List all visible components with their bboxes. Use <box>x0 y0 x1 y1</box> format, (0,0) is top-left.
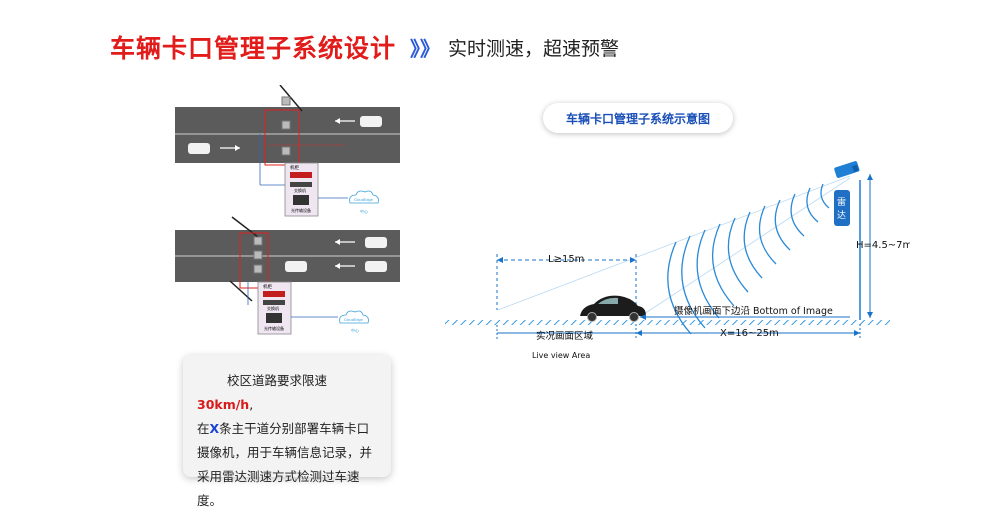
cloud-label: CloudEdge <box>344 318 363 322</box>
car-icon <box>580 295 646 322</box>
description-card: 校区道路要求限速30km/h, 在X条主干道分别部署车辆卡口 摄像机，用于车辆信… <box>183 355 391 508</box>
gantry-pole <box>229 280 253 302</box>
live-area-en-label: Live view Area <box>532 351 590 360</box>
double-chevron-icon: 》》 <box>410 36 441 61</box>
car-icon <box>360 116 382 127</box>
ground-line <box>445 320 890 325</box>
center-label: 中心 <box>351 327 359 333</box>
gantry-pole <box>231 216 259 238</box>
cabinet-label: 机柜 <box>290 164 299 171</box>
l-label: L≥15m <box>548 254 584 265</box>
cloud-icon <box>349 190 379 204</box>
road-count-value: X <box>209 421 220 436</box>
camera-icon <box>834 161 860 178</box>
bottom-edge-label: 摄像机画面下边沿 Bottom of Image <box>674 305 833 317</box>
gantry-pole <box>279 85 303 112</box>
page-subtitle: 实时测速，超速预警 <box>448 37 620 60</box>
schematic-title: 车辆卡口管理子系统示意图 <box>543 103 733 133</box>
height-label: H=4.5~7m <box>856 240 910 251</box>
description-line-4: 采用雷达测速方式检测过车速度。 <box>197 469 360 508</box>
radar-box <box>834 190 850 226</box>
description-line-1: 校区道路要求限速30km/h, <box>197 373 328 412</box>
gantry-frame <box>264 109 300 166</box>
switch-label: 交换机 <box>267 305 279 311</box>
view-cone-line <box>634 177 851 321</box>
view-cone-line <box>497 175 851 311</box>
road-upper <box>175 85 400 186</box>
x-label: X=16~25m <box>720 328 779 339</box>
cabinet-lower: 机柜 交换机 光传输设备 <box>257 281 338 335</box>
radar-label-bottom: 达 <box>837 209 846 221</box>
cabinet-label: 机柜 <box>263 283 272 290</box>
radar-speed-schematic: 雷 达 H=4.5~7m L≥15m 摄像机画面下边沿 Bottom of Im… <box>445 161 910 360</box>
description-line-2: 在X条主干道分别部署车辆卡口 <box>197 421 370 436</box>
speed-limit-value: 30km/h <box>197 397 250 412</box>
car-icon <box>285 261 307 272</box>
car-icon <box>365 261 387 272</box>
cloud-lower: CloudEdge 中心 <box>339 310 369 333</box>
cloud-label: CloudEdge <box>354 198 373 202</box>
description-line-3: 摄像机，用于车辆信息记录，并 <box>197 445 373 460</box>
cabinet-upper: 机柜 交换机 光传输设备 <box>284 162 348 217</box>
live-area-cn-label: 实况画面区域 <box>536 330 594 342</box>
radar-label-top: 雷 <box>837 197 846 208</box>
switch-label: 交换机 <box>294 187 306 193</box>
gantry-frame <box>239 232 269 289</box>
road-lower <box>175 216 400 305</box>
cloud-icon <box>339 310 369 324</box>
car-icon <box>365 237 387 248</box>
page-header: 车辆卡口管理子系统设计 》》 实时测速，超速预警 <box>110 30 619 64</box>
car-icon <box>188 143 210 154</box>
center-label: 中心 <box>360 208 368 214</box>
converter-label: 光传输设备 <box>291 207 311 213</box>
cloud-upper: CloudEdge 中心 <box>349 190 379 214</box>
converter-label: 光传输设备 <box>264 325 284 331</box>
road-install-diagram: 机柜 交换机 光传输设备 CloudEdge 中心 机柜 <box>175 85 400 335</box>
radar-wave-icon <box>667 183 830 335</box>
page-title: 车辆卡口管理子系统设计 <box>110 34 397 63</box>
